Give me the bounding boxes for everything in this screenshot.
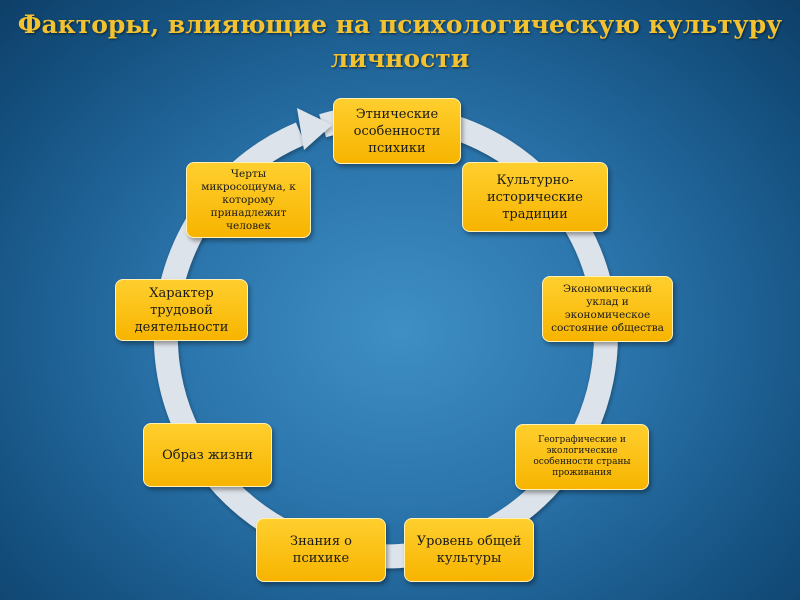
factor-label: Знания о психике — [289, 534, 352, 566]
page-title-line-1: Факторы, влияющие на психологическую кул… — [17, 10, 783, 39]
page-title-line-2: личности — [330, 44, 470, 73]
factor-general-culture: Уровень общей культуры — [404, 518, 534, 582]
factor-economic-structure: Экономический уклад и экономическое сост… — [542, 276, 673, 342]
cycle-arrow-head-icon — [297, 108, 332, 150]
factor-psyche-knowledge: Знания о психике — [256, 518, 386, 582]
factor-label: Географические и экологические особеннос… — [533, 435, 631, 478]
factor-label: Экономический уклад и экономическое сост… — [551, 283, 664, 334]
factor-ethnic-features: Этнические особенности психики — [333, 98, 461, 164]
factor-microsocium-traits: Черты микросоциума, к которому принадлеж… — [186, 162, 311, 238]
factor-label: Культурно-исторические традиции — [486, 172, 583, 222]
factor-label: Черты микросоциума, к которому принадлеж… — [201, 167, 296, 232]
factor-label: Характер трудовой деятельности — [134, 285, 229, 335]
factor-cultural-traditions: Культурно-исторические традиции — [462, 162, 608, 232]
factor-work-character: Характер трудовой деятельности — [115, 279, 248, 341]
factor-label: Образ жизни — [162, 447, 253, 463]
factor-label: Этнические особенности психики — [353, 106, 441, 156]
page-title: Факторы, влияющие на психологическую кул… — [0, 8, 800, 76]
factor-label: Уровень общей культуры — [416, 534, 522, 566]
factor-geographic-features: Географические и экологические особеннос… — [515, 424, 649, 490]
factor-lifestyle: Образ жизни — [143, 423, 272, 487]
